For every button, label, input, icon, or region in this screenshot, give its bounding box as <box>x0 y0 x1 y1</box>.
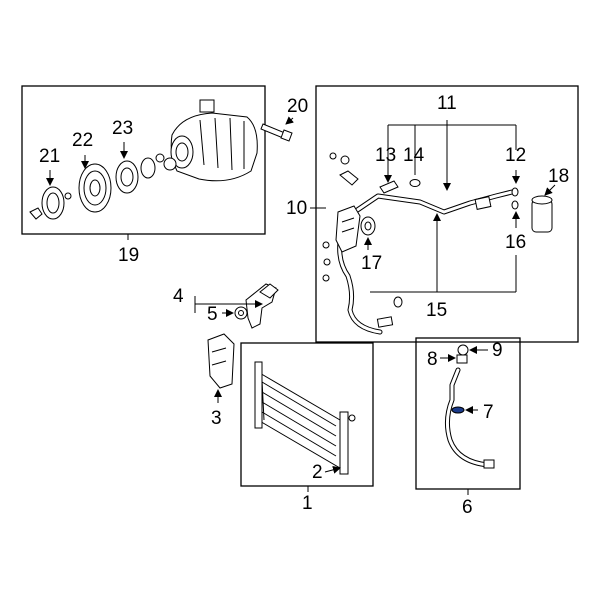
callout-16: 16 <box>505 232 526 253</box>
line-o-ring-part[interactable] <box>393 296 403 308</box>
callout-3: 3 <box>211 408 222 429</box>
callout-22: 22 <box>72 130 93 151</box>
callout-19: 19 <box>118 245 139 266</box>
compressor-group[interactable] <box>21 85 266 235</box>
ac-line-group-frame <box>315 85 579 343</box>
callout-5: 5 <box>207 304 218 325</box>
callout-1: 1 <box>302 493 313 514</box>
callout-11: 11 <box>437 93 457 114</box>
o-ring-highlighted-part[interactable] <box>451 406 465 414</box>
mounting-bracket-part[interactable] <box>245 283 279 329</box>
callout-bracket-15 <box>370 255 517 293</box>
bolt-part[interactable] <box>260 123 293 142</box>
callout-13: 13 <box>375 145 396 166</box>
compressor-group-frame <box>21 85 266 235</box>
ac-line-group[interactable] <box>310 85 579 343</box>
receiver-drier-part[interactable] <box>531 184 556 233</box>
callout-7: 7 <box>483 402 494 423</box>
air-guide-part[interactable] <box>207 333 235 403</box>
callout-15: 15 <box>426 300 447 321</box>
callout-4: 4 <box>173 286 184 307</box>
discharge-hose-group[interactable] <box>415 337 521 495</box>
seal-ring-parts[interactable] <box>511 187 519 210</box>
o-ring-part[interactable] <box>409 179 421 187</box>
clip-part[interactable] <box>234 306 248 320</box>
callout-17: 17 <box>361 253 382 274</box>
callout-10: 10 <box>286 198 307 219</box>
condenser-part[interactable] <box>254 361 356 475</box>
leader-20 <box>285 116 294 125</box>
callout-6: 6 <box>462 497 473 518</box>
discharge-hose-part[interactable] <box>444 367 495 469</box>
leader-18 <box>544 184 556 196</box>
pressure-switch-part[interactable] <box>456 344 469 364</box>
callout-20: 20 <box>287 96 308 117</box>
pulley-part[interactable] <box>78 163 112 213</box>
callout-9: 9 <box>492 340 503 361</box>
line-manifold-part[interactable] <box>322 152 361 282</box>
callout-23: 23 <box>112 118 133 139</box>
service-cap-part[interactable] <box>360 216 376 236</box>
callout-14: 14 <box>403 145 425 166</box>
leader-4 <box>194 296 258 313</box>
compressor-body-part[interactable] <box>155 99 258 182</box>
callout-2: 2 <box>312 462 323 483</box>
callout-8: 8 <box>427 349 438 370</box>
leader-2 <box>324 465 341 474</box>
suction-line-part[interactable] <box>337 189 515 335</box>
bracket-part[interactable] <box>379 180 399 194</box>
field-coil-part[interactable] <box>115 157 156 194</box>
condenser-group[interactable] <box>240 342 374 492</box>
callout-18: 18 <box>548 166 569 187</box>
condenser-group-frame <box>240 342 374 487</box>
callout-12: 12 <box>505 145 526 166</box>
clutch-hub-part[interactable] <box>29 186 72 220</box>
callout-21: 21 <box>39 146 60 167</box>
